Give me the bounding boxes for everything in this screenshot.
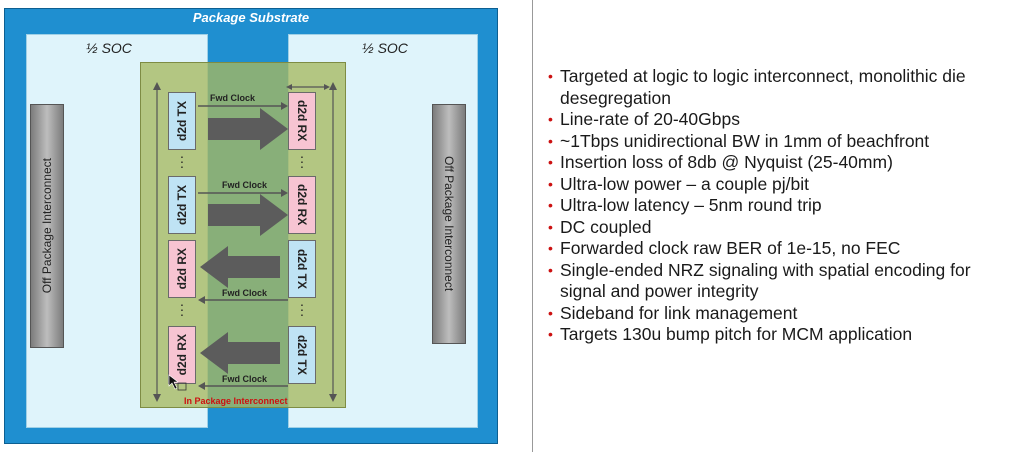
bullet-item: • Targeted at logic to logic interconnect…: [548, 66, 1018, 109]
right-block-3: d2d TX: [288, 240, 316, 298]
left-block-1-label: d2d TX: [175, 100, 189, 141]
left-ellipsis-top: ···: [179, 148, 185, 174]
cursor-icon: [168, 374, 187, 391]
bullet-icon: •: [548, 326, 553, 342]
bullet-item: • Insertion loss of 8db @ Nyquist (25-40m…: [548, 152, 1018, 174]
data-arrow-left-2: [200, 332, 280, 374]
bullet-item: • Forwarded clock raw BER of 1e-15, no FE…: [548, 238, 1018, 260]
left-ellipsis-bottom: ···: [179, 296, 185, 322]
bullet-text: Line-rate of 20-40Gbps: [560, 109, 740, 129]
left-block-1: d2d TX: [168, 92, 196, 150]
off-package-right: Off Package Interconnect: [432, 104, 466, 344]
bullet-icon: •: [548, 132, 553, 149]
fwd-clock-arrow-3: [198, 296, 288, 304]
right-block-2: d2d RX: [288, 176, 316, 234]
right-block-4: d2d TX: [288, 326, 316, 384]
bullet-text: Targets 130u bump pitch for MCM applicat…: [560, 324, 913, 344]
feature-list: • Targeted at logic to logic interconnect…: [548, 66, 1018, 346]
right-block-1-label: d2d RX: [295, 100, 309, 142]
right-block-2-label: d2d RX: [295, 184, 309, 226]
left-block-2: d2d TX: [168, 176, 196, 234]
off-package-left-label: Off Package Interconnect: [40, 158, 54, 294]
fwd-clock-label-3: Fwd Clock: [222, 288, 268, 298]
substrate-title: Package Substrate: [192, 10, 310, 25]
left-block-3: d2d RX: [168, 240, 196, 298]
top-width-arrow: [286, 84, 330, 90]
right-ellipsis-top: ···: [299, 148, 305, 174]
bullet-item: • ~1Tbps unidirectional BW in 1mm of beac…: [548, 131, 1018, 153]
bullet-item: • Line-rate of 20-40Gbps: [548, 109, 1018, 131]
bullet-text: DC coupled: [560, 216, 652, 237]
divider: [532, 0, 533, 452]
bullet-item: • Ultra-low power – a couple pj/bit: [548, 174, 1018, 196]
fwd-clock-arrow-1: [198, 102, 288, 110]
right-block-4-label: d2d TX: [295, 334, 309, 375]
fwd-clock-label-1: Fwd Clock: [210, 93, 256, 103]
bullet-text: Insertion loss of 8db @ Nyquist (25-40mm…: [560, 152, 893, 172]
right-span-arrow: [329, 82, 337, 402]
bullet-item: • Sideband for link management: [548, 303, 1018, 325]
bullet-item: • Single-ended NRZ signaling with spatial…: [548, 260, 1018, 303]
bullet-icon: •: [548, 304, 553, 321]
bullet-text: Ultra-low latency – 5nm round trip: [560, 195, 822, 215]
bullet-icon: •: [548, 197, 553, 213]
right-block-3-label: d2d TX: [295, 248, 309, 289]
left-span-arrow: [153, 82, 161, 402]
fwd-clock-arrow-2: [198, 189, 288, 197]
bullet-item: • DC coupled: [548, 217, 1018, 239]
data-arrow-left-1: [200, 246, 280, 288]
bullet-item: • Ultra-low latency – 5nm round trip: [548, 195, 1018, 217]
left-block-3-label: d2d RX: [175, 248, 189, 290]
bullet-icon: •: [548, 218, 553, 235]
fwd-clock-label-2: Fwd Clock: [222, 180, 268, 190]
bullet-text: Ultra-low power – a couple pj/bit: [560, 173, 810, 194]
off-package-left: Off Package Interconnect: [30, 104, 64, 348]
bullet-icon: •: [548, 154, 553, 170]
right-ellipsis-bottom: ···: [299, 296, 305, 322]
bullet-item: • Targets 130u bump pitch for MCM applica…: [548, 324, 1018, 346]
soc-right-label: ½ SOC: [362, 40, 408, 56]
data-arrow-right-2: [208, 194, 288, 236]
bullet-icon: •: [548, 175, 553, 192]
soc-left-label: ½ SOC: [86, 40, 132, 56]
bullet-text: Sideband for link management: [560, 302, 798, 323]
fwd-clock-arrow-4: [198, 382, 288, 390]
bullet-icon: •: [548, 261, 553, 278]
right-block-1: d2d RX: [288, 92, 316, 150]
left-block-4: d2d RX: [168, 326, 196, 384]
bullet-icon: •: [548, 68, 553, 84]
fwd-clock-label-4: Fwd Clock: [222, 374, 268, 384]
bullet-text: Single-ended NRZ signaling with spatial …: [560, 259, 971, 302]
data-arrow-right-1: [208, 108, 288, 150]
bullet-text: Forwarded clock raw BER of 1e-15, no FEC: [560, 238, 901, 258]
left-block-2-label: d2d TX: [175, 184, 189, 225]
left-block-4-label: d2d RX: [175, 334, 189, 376]
in-package-interconnect-label: In Package Interconnect: [184, 396, 288, 406]
bullet-text: ~1Tbps unidirectional BW in 1mm of beach…: [560, 130, 930, 151]
bullet-icon: •: [548, 111, 553, 127]
off-package-right-label: Off Package Interconnect: [442, 156, 456, 292]
bullet-icon: •: [548, 240, 553, 256]
bullet-text: Targeted at logic to logic interconnect,…: [560, 66, 966, 108]
